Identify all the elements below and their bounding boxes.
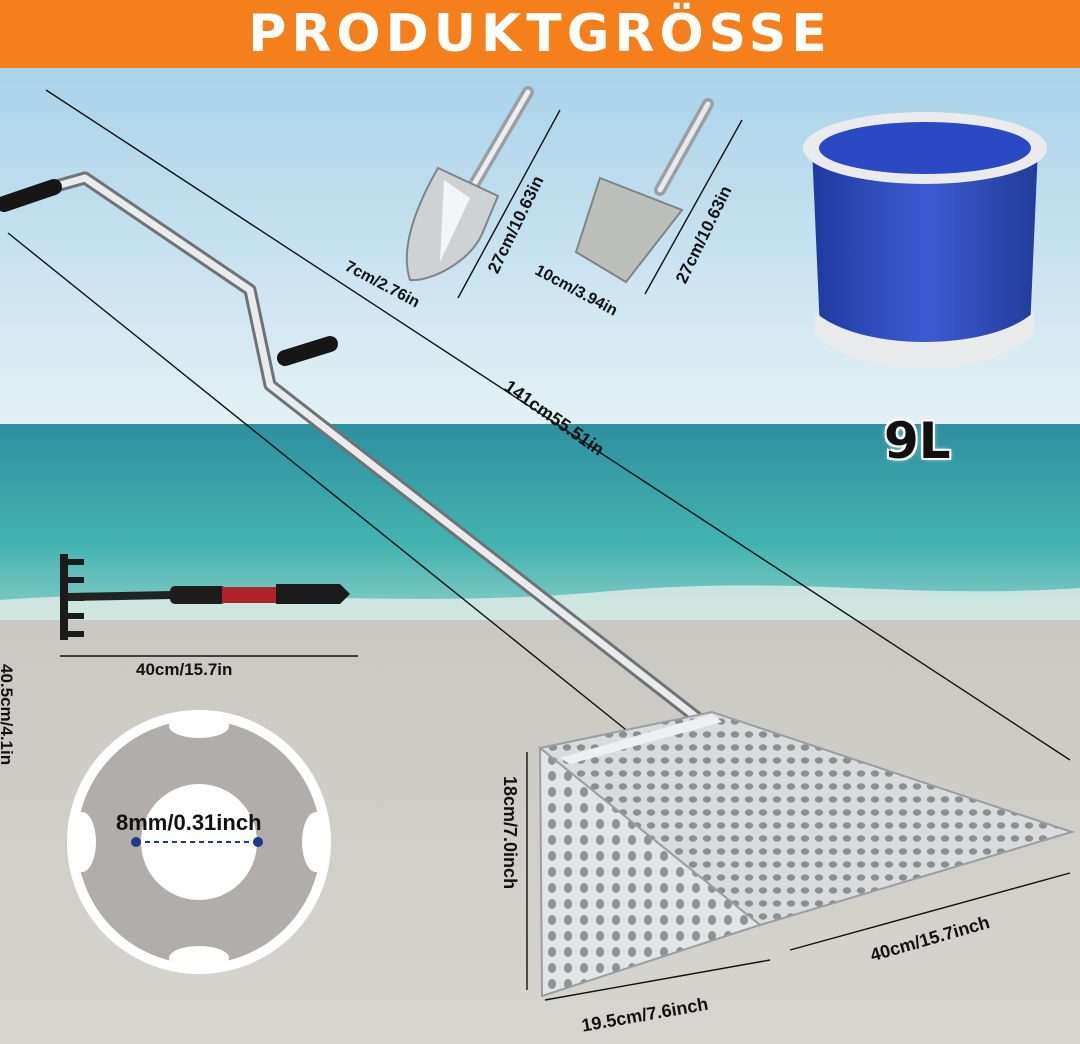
length-guide-line [45, 89, 1071, 761]
wave-foam [0, 585, 1080, 624]
bucket-volume: 9L [884, 412, 951, 470]
length-guide-line-2 [7, 232, 631, 734]
sand-sifter-icon [537, 710, 1076, 998]
basket-height-label: 18cm/7.0inch [500, 776, 520, 890]
hole-detail-icon [67, 710, 331, 974]
rake-length-label: 40cm/15.7in [136, 660, 233, 679]
sifter-handle [0, 171, 704, 726]
bucket-icon [803, 112, 1047, 369]
page-title: PRODUKTGRÖSSE [248, 4, 832, 64]
product-scene [0, 68, 1080, 1044]
scoop-icon [574, 98, 714, 284]
trowel-icon [405, 86, 534, 282]
rake-width-label: 40.5cm/4.1in [0, 664, 16, 766]
rake-icon [60, 554, 350, 640]
title-banner: PRODUKTGRÖSSE [0, 0, 1080, 68]
hole-diameter-label: 8mm/0.31inch [116, 810, 262, 835]
